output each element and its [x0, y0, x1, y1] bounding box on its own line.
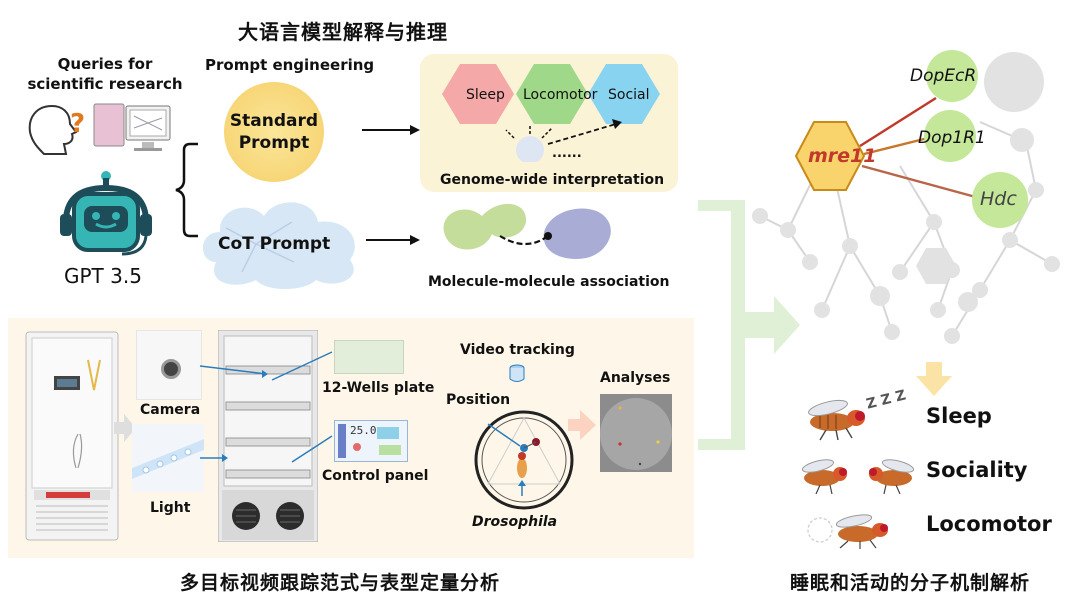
sociality-flies-icon — [801, 459, 915, 495]
cot-prompt-label: CoT Prompt — [218, 234, 331, 254]
analyses-photo — [600, 394, 672, 472]
light-strip-photo — [132, 424, 204, 492]
gene-network — [752, 50, 1060, 344]
big-connector-arrow — [698, 200, 800, 450]
gpt-label: GPT 3.5 — [64, 264, 142, 288]
down-arrow — [916, 362, 952, 396]
control-panel-value: 25.0 — [350, 424, 377, 437]
queries-label: Queries for scientific research — [27, 55, 183, 93]
drosophila-label: Drosophila — [472, 514, 558, 530]
cabinet-photo — [218, 330, 318, 542]
zzz-label: Z Z Z — [864, 387, 908, 413]
control-panel-photo: 25.0 — [334, 420, 408, 462]
brace — [175, 142, 198, 238]
sleep-fly-icon — [808, 399, 865, 441]
video-tracking-label: Video tracking — [460, 342, 575, 358]
phenotype-hexagons — [442, 64, 660, 162]
position-label: Position — [446, 392, 511, 408]
hex-locomotor-label: Locomotor — [523, 87, 598, 103]
camera-photo — [136, 330, 202, 400]
phenotype-locomotor-label: Locomotor — [926, 512, 1052, 536]
standard-prompt-sun — [224, 82, 324, 182]
gray-arrow — [114, 414, 136, 442]
hex-social-label: Social — [608, 87, 650, 103]
cot-prompt-cloud — [202, 202, 355, 289]
genome-label: Genome-wide interpretation — [440, 172, 665, 188]
locomotor-fly-icon — [807, 514, 888, 549]
salmon-arrow — [568, 410, 596, 440]
hub-gene-label: mre11 — [808, 145, 877, 167]
standard-prompt-label: Standard Prompt — [229, 111, 319, 153]
bottom-left-title: 多目标视频跟踪范式与表型定量分析 — [180, 572, 501, 594]
hex-sleep-label: Sleep — [466, 87, 505, 103]
incubator-photo — [25, 331, 119, 541]
camera-label: Camera — [140, 402, 201, 418]
gene-label-hdc: Hdc — [980, 188, 1017, 210]
arrow-cot — [366, 235, 420, 245]
svg-text:?: ? — [70, 109, 85, 139]
wells-label: 12-Wells plate — [322, 380, 435, 396]
ellipsis: ...... — [552, 146, 582, 161]
robot-icon — [60, 171, 152, 256]
phenotype-sleep-label: Sleep — [926, 404, 992, 428]
scientist-computer-icon: ? — [28, 103, 171, 155]
molecule-label: Molecule-molecule association — [428, 274, 670, 290]
connector-lines — [199, 351, 333, 463]
tracking-arena — [474, 410, 574, 510]
control-panel-label: Control panel — [322, 468, 429, 484]
bottom-right-title: 睡眠和活动的分子机制解析 — [790, 572, 1031, 594]
database-icon — [509, 364, 525, 382]
gene-label-dopecr: DopEcR — [910, 66, 977, 86]
analyses-label: Analyses — [600, 370, 671, 386]
top-title: 大语言模型解释与推理 — [238, 20, 448, 44]
phenotype-sociality-label: Sociality — [926, 458, 1028, 482]
molecule-illustration — [443, 203, 611, 259]
gene-label-dop1r1: Dop1R1 — [918, 128, 986, 148]
arrow-standard — [362, 125, 420, 135]
light-label: Light — [150, 500, 191, 516]
prompt-engineering-label: Prompt engineering — [205, 56, 375, 74]
wells-plate-photo — [334, 340, 404, 374]
